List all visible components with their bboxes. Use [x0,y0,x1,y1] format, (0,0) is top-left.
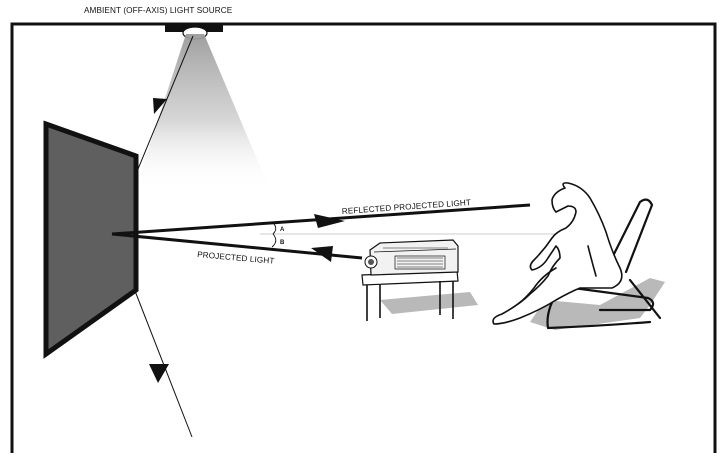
angle-b-label: B [280,240,285,246]
angle-arc-a [271,221,277,235]
seated-person-icon [492,182,623,325]
chair-shadow [530,278,665,330]
ambient-incident-arrowhead [153,98,167,114]
angle-arc-b [271,233,277,248]
angle-a-label: A [280,227,285,233]
table-shadow [380,292,478,314]
ambient-reflected-arrowhead [149,364,169,383]
projected-light-label: PROJECTED LIGHT [197,250,275,266]
projected-light-arrowhead [311,246,333,262]
room-frame [10,22,717,453]
reflected-light-arrowhead [314,214,345,228]
light-source-label: AMBIENT (OFF-AXIS) LIGHT SOURCE [84,6,233,15]
ambient-light-cone [135,34,270,190]
projector-icon [364,239,459,276]
projection-screen [43,120,139,359]
